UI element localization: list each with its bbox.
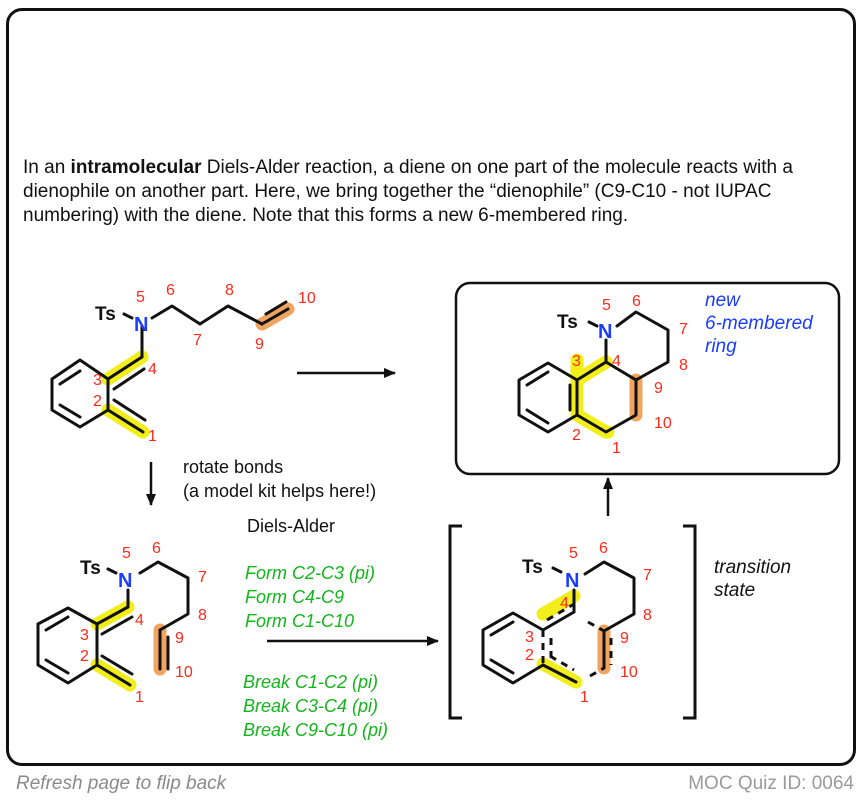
atom-number-4: 4 <box>135 612 144 629</box>
c2-c1-double-bond <box>95 654 134 687</box>
atom-number-3: 3 <box>572 353 581 370</box>
c3-c4-double-bond <box>106 355 146 391</box>
atom-number-3: 3 <box>525 629 534 646</box>
rotated-conformer: Ts N 5 6 7 8 9 10 4 3 2 1 <box>36 540 207 706</box>
product-note-line3: ring <box>705 336 737 357</box>
benzo-ring <box>481 611 545 685</box>
atom-number-6: 6 <box>152 540 161 557</box>
atom-number-10: 10 <box>620 664 638 681</box>
atom-number-5: 5 <box>569 545 578 562</box>
intro-text-start: In an <box>23 157 71 178</box>
atom-number-4: 4 <box>148 361 157 378</box>
quiz-id: MOC Quiz ID: 0064 <box>688 773 854 794</box>
atom-number-10: 10 <box>175 664 193 681</box>
atom-number-5: 5 <box>602 297 611 314</box>
tosyl-label: Ts <box>80 558 101 579</box>
atom-number-2: 2 <box>572 427 581 444</box>
product-note-line1: new <box>705 290 741 311</box>
nitrogen-label: N <box>134 314 148 336</box>
atom-number-9: 9 <box>654 380 663 397</box>
reaction-name: Diels-Alder <box>247 516 335 536</box>
ts-solid-bonds <box>541 610 578 684</box>
refresh-hint: Refresh page to flip back <box>16 773 227 794</box>
atom-number-2: 2 <box>93 393 102 410</box>
atom-number-5: 5 <box>136 289 145 306</box>
atom-number-10: 10 <box>654 415 672 432</box>
atom-number-6: 6 <box>599 540 608 557</box>
benzo-inner-double-bonds <box>525 370 572 425</box>
ts-partial-bonds <box>541 602 613 678</box>
ts-note-line1: transition <box>714 557 791 578</box>
atom-number-9: 9 <box>255 336 264 353</box>
break-bond-2: Break C3-C4 (pi) <box>243 696 378 716</box>
atom-number-3: 3 <box>93 372 102 389</box>
benzo-inner-double-bonds <box>489 620 515 675</box>
nitrogen-label: N <box>118 570 132 592</box>
product-box <box>454 281 841 476</box>
atom-number-2: 2 <box>525 647 534 664</box>
atom-number-7: 7 <box>198 569 207 586</box>
c2-c1-double-bond <box>106 398 147 434</box>
atom-number-9: 9 <box>175 630 184 647</box>
alkyl-chain <box>150 304 264 326</box>
atom-number-1: 1 <box>612 440 621 457</box>
nitrogen-label: N <box>565 570 579 592</box>
tosyl-label: Ts <box>557 312 578 333</box>
product-note-line2: 6-membered <box>705 313 814 334</box>
right-bracket <box>683 524 697 720</box>
piperidine-chain <box>615 310 670 382</box>
left-bracket <box>448 524 462 720</box>
form-bond-3: Form C1-C10 <box>245 611 354 631</box>
ts-note-line2: state <box>714 580 755 601</box>
product-molecule: Ts N 5 6 7 8 9 10 4 3 2 1 <box>517 293 688 457</box>
alkyl-chain <box>138 560 190 632</box>
atom-number-2: 2 <box>80 648 89 665</box>
ring-inner-double-bonds <box>44 615 70 675</box>
transition-state-molecule: Ts N 5 6 7 8 9 10 4 3 2 1 <box>481 540 652 706</box>
atom-number-9: 9 <box>620 630 629 647</box>
new-ring-bonds <box>575 360 638 434</box>
c3-c4-double-bond <box>95 605 134 636</box>
intro-text-rest: Diels-Alder reaction, a diene on one par… <box>23 157 793 226</box>
atom-number-3: 3 <box>80 627 89 644</box>
form-bond-2: Form C4-C9 <box>245 587 344 607</box>
form-bond-1: Form C2-C3 (pi) <box>245 563 375 583</box>
atom-number-7: 7 <box>679 321 688 338</box>
starting-material: Ts N 5 6 7 8 9 10 4 3 2 1 <box>50 282 316 445</box>
break-bond-3: Break C9-C10 (pi) <box>243 720 388 740</box>
atom-number-6: 6 <box>166 282 175 299</box>
rotate-caption-line1: rotate bonds <box>183 457 283 477</box>
c9-c10-double-bond <box>158 628 170 671</box>
atom-number-4: 4 <box>560 595 569 612</box>
highlight-c3-c4 <box>536 589 581 621</box>
atom-number-1: 1 <box>148 428 157 445</box>
atom-number-5: 5 <box>122 545 131 562</box>
intro-bold-term: intramolecular <box>70 157 202 178</box>
ts-n-bond <box>551 566 563 574</box>
atom-number-6: 6 <box>632 293 641 310</box>
atom-number-7: 7 <box>643 567 652 584</box>
atom-number-8: 8 <box>225 282 234 299</box>
atom-number-4: 4 <box>612 353 621 370</box>
ts-n-bond <box>122 312 134 320</box>
nitrogen-label: N <box>598 321 612 343</box>
atom-number-7: 7 <box>193 332 202 349</box>
intro-paragraph: In an intramolecular Diels-Alder reactio… <box>23 156 843 228</box>
rotate-caption-line2: (a model kit helps here!) <box>183 481 376 501</box>
break-bond-1: Break C1-C2 (pi) <box>243 672 378 692</box>
atom-number-8: 8 <box>198 607 207 624</box>
atom-number-8: 8 <box>643 607 652 624</box>
tosyl-label: Ts <box>95 304 116 325</box>
chain-bonds <box>583 560 636 633</box>
atom-number-10: 10 <box>298 290 316 307</box>
quiz-card[interactable] <box>6 8 856 766</box>
tosyl-label: Ts <box>522 557 543 578</box>
atom-number-1: 1 <box>580 689 589 706</box>
ring-inner-double-bonds <box>58 369 82 419</box>
ts-n-bond <box>106 567 118 575</box>
atom-number-1: 1 <box>135 689 144 706</box>
ts-n-bond <box>587 320 599 328</box>
c9-c10-double-bond <box>260 300 290 326</box>
atom-number-8: 8 <box>679 357 688 374</box>
